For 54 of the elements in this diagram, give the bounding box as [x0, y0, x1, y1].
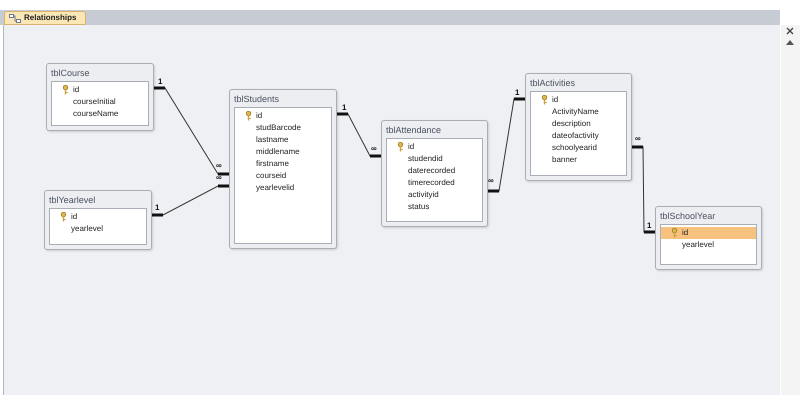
cardinality-label: 1 [342, 104, 346, 112]
cardinality-label: ∞ [371, 145, 377, 153]
table-box [381, 120, 488, 227]
field-name: id [256, 110, 262, 122]
field-name: id [682, 227, 688, 239]
field-name: timerecorded [408, 177, 455, 189]
cardinality-label: 1 [158, 78, 162, 86]
field-name: id [73, 84, 80, 96]
field-name: yearlevel [682, 239, 714, 251]
field-name: firstname [256, 158, 289, 170]
table-title: tblAttendance [386, 124, 442, 136]
field-name: schoolyearid [552, 142, 597, 154]
relationship-line [336, 112, 382, 158]
table-box [655, 206, 762, 270]
relationship-line [632, 146, 656, 234]
field-name: studBarcode [256, 122, 301, 134]
cardinality-label: 1 [515, 89, 520, 97]
relationship-line [154, 86, 230, 176]
field-name: description [552, 118, 591, 130]
cardinality-label: 1 [647, 222, 652, 230]
field-name: courseInitial [73, 96, 116, 108]
cardinality-label: ∞ [488, 177, 494, 185]
field-name: lastname [256, 134, 288, 146]
field-name: banner [552, 154, 577, 166]
field-name: yearlevelid [256, 182, 294, 194]
field-name: daterecorded [408, 165, 456, 177]
field-name: ActivityName [552, 106, 599, 118]
table-box [46, 63, 154, 131]
field-name: id [71, 211, 78, 223]
table-box [229, 89, 337, 249]
field-name: id [552, 94, 558, 106]
table-box [525, 73, 632, 181]
field-name: courseName [73, 108, 118, 120]
field-name: courseid [256, 170, 286, 182]
cardinality-label: ∞ [635, 135, 641, 143]
relationship-line [488, 98, 526, 192]
table-title: tblCourse [51, 67, 91, 79]
table-title: tblYearlevel [49, 194, 96, 206]
cardinality-label: 1 [155, 204, 160, 212]
field-name: status [408, 201, 430, 213]
cardinality-label: ∞ [216, 174, 222, 182]
field-name: id [408, 141, 414, 153]
field-name: middlename [256, 146, 300, 158]
tab-label: Relationships [24, 12, 76, 24]
field-name: dateofactivity [552, 130, 599, 142]
field-name: activityid [408, 189, 439, 201]
table-title: tblStudents [234, 93, 280, 105]
relationship-line [152, 184, 230, 216]
table-title: tblActivities [530, 77, 576, 89]
field-name: yearlevel [71, 223, 104, 235]
cardinality-label: ∞ [216, 162, 222, 170]
table-title: tblSchoolYear [660, 210, 716, 222]
field-name: studendid [408, 153, 443, 165]
table-box [44, 190, 152, 250]
